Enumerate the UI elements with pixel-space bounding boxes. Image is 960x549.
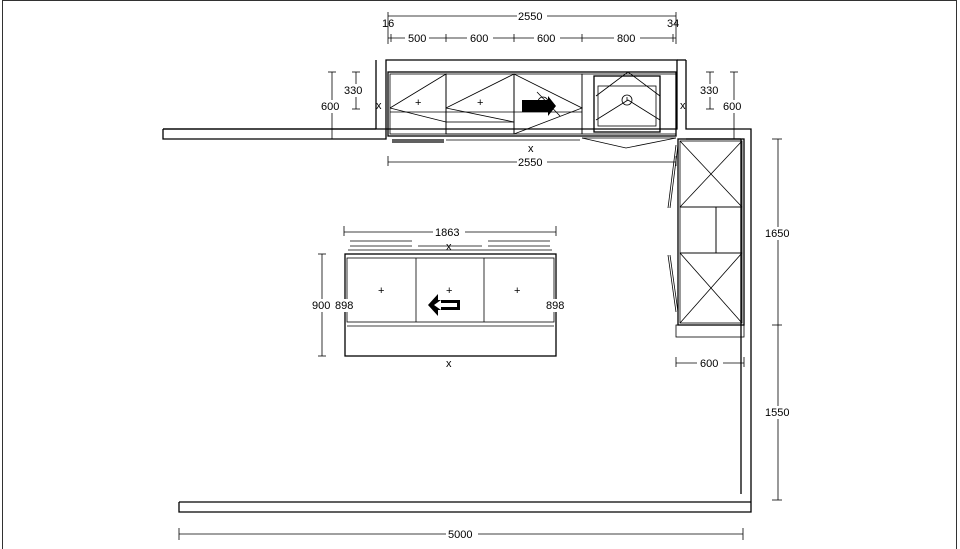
- svg-text:+: +: [415, 97, 421, 109]
- svg-text:+: +: [477, 97, 483, 109]
- svg-text:+: +: [378, 285, 384, 297]
- svg-text:x: x: [446, 241, 452, 253]
- dim-island-width: 1863: [435, 227, 459, 239]
- dim-seg-2: 600: [470, 33, 488, 45]
- dim-island-left: 898: [335, 300, 353, 312]
- dimension-labels: 2550 16 34 500 600 600 800 330 600 330 6…: [310, 9, 794, 541]
- right-run-cabinets: [667, 138, 745, 338]
- dim-top-right-offset: 34: [667, 18, 679, 30]
- svg-text:+: +: [446, 285, 452, 297]
- dim-top-left-offset: 16: [382, 18, 394, 30]
- dim-room-width: 5000: [448, 529, 472, 541]
- back-run-cabinets: + + x x x: [376, 71, 686, 155]
- dim-top-total: 2550: [518, 11, 542, 23]
- svg-text:x: x: [376, 100, 382, 112]
- kitchen-island: + + + x x: [344, 240, 557, 370]
- dim-cabinet-depth-left: 600: [321, 101, 339, 113]
- svg-text:x: x: [528, 143, 534, 155]
- dim-wall-depth-left: 330: [344, 85, 362, 97]
- svg-text:x: x: [680, 100, 686, 112]
- dim-seg-3: 600: [537, 33, 555, 45]
- svg-text:x: x: [446, 358, 452, 370]
- dim-wall-depth-right: 330: [700, 85, 718, 97]
- dim-cabinet-depth-right: 600: [723, 101, 741, 113]
- dim-right-depth: 600: [700, 358, 718, 370]
- svg-text:+: +: [514, 285, 520, 297]
- dim-right-lower: 1550: [765, 407, 789, 419]
- dim-island-depth: 900: [312, 300, 330, 312]
- dim-right-upper: 1650: [765, 228, 789, 240]
- dimension-lines: [178, 12, 782, 540]
- room-walls: [162, 59, 752, 513]
- dim-back-run: 2550: [518, 157, 542, 169]
- dim-seg-1: 500: [408, 33, 426, 45]
- dim-island-right: 898: [546, 300, 564, 312]
- dim-seg-4: 800: [617, 33, 635, 45]
